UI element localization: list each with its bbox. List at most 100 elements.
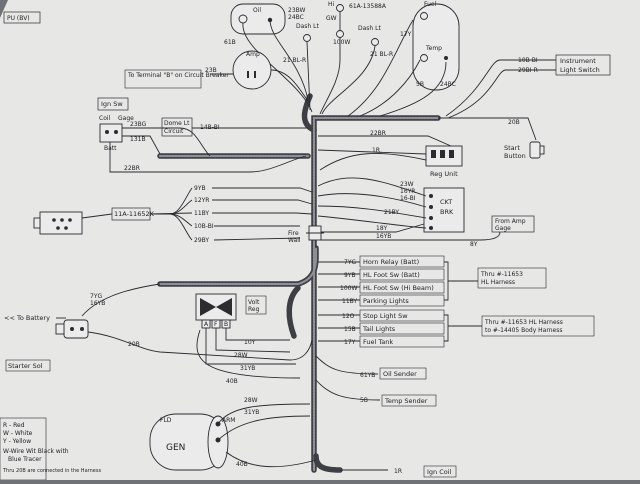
fire-wall: Fire Wall <box>288 225 324 244</box>
svg-text:Thru #-11653: Thru #-11653 <box>480 271 523 278</box>
fuel-temp-gauge: Fuel 17Y Temp 5B 24BC <box>347 1 460 117</box>
svg-text:24BC: 24BC <box>440 81 456 88</box>
amp-gauge: Amp To Terminal "B" on Circuit Breaker 2… <box>124 50 311 105</box>
svg-text:HL Harness: HL Harness <box>481 279 515 286</box>
svg-text:Ign Sw: Ign Sw <box>101 100 123 108</box>
svg-text:Amp: Amp <box>246 51 260 58</box>
instrument-light-switch: Instrument Light Switch 10B-BI 29BI-R 20… <box>438 54 611 141</box>
svg-text:16YB: 16YB <box>376 233 391 240</box>
svg-text:<< To Battery: << To Battery <box>4 314 50 322</box>
svg-text:B: B <box>224 321 228 328</box>
svg-text:100W: 100W <box>333 39 350 46</box>
svg-text:to #-14405 Body Harness: to #-14405 Body Harness <box>485 327 562 334</box>
svg-text:Dome Lt: Dome Lt <box>164 120 190 127</box>
svg-text:15B: 15B <box>344 326 356 333</box>
svg-text:Temp: Temp <box>425 45 442 52</box>
svg-text:7YG: 7YG <box>344 259 356 266</box>
svg-text:FLD: FLD <box>160 417 172 424</box>
svg-text:R - Red: R - Red <box>3 422 25 429</box>
svg-text:61A-13588A: 61A-13588A <box>349 3 387 10</box>
svg-text:1R: 1R <box>394 468 402 475</box>
svg-text:Blue Tracer: Blue Tracer <box>8 456 42 463</box>
start-button: Start Button <box>504 141 545 160</box>
svg-text:21 BL-R: 21 BL-R <box>283 57 306 64</box>
svg-text:12O: 12O <box>342 313 355 320</box>
svg-text:Thru 20B are connected in the: Thru 20B are connected in the Harness <box>2 468 101 474</box>
generator: FLD ARM GEN 28W 31YB 40B <box>149 397 317 471</box>
svg-text:31YB: 31YB <box>244 409 259 416</box>
svg-text:23B: 23B <box>205 67 217 74</box>
svg-text:Hi: Hi <box>328 1 335 8</box>
svg-text:8Y: 8Y <box>470 241 478 248</box>
svg-text:11A-11652K: 11A-11652K <box>114 210 155 218</box>
svg-text:W-Wire Wit Black with: W-Wire Wit Black with <box>3 448 69 455</box>
svg-text:5B: 5B <box>360 397 368 404</box>
svg-text:61B: 61B <box>224 39 236 46</box>
regulator-unit: 22BR 1R Reg Unit <box>317 130 463 178</box>
svg-text:Instrument: Instrument <box>560 57 596 65</box>
header-tag: PU (BV) <box>7 15 30 22</box>
svg-text:1R: 1R <box>372 147 380 154</box>
svg-text:23BG: 23BG <box>130 121 147 128</box>
svg-text:10B-BI: 10B-BI <box>518 57 538 64</box>
svg-text:7YG: 7YG <box>90 293 102 300</box>
svg-text:Temp Sender: Temp Sender <box>384 397 428 405</box>
oil-gauge: Oil 23BW 24BC 61B <box>224 3 313 113</box>
svg-text:18Y: 18Y <box>376 225 388 232</box>
svg-text:Oil: Oil <box>253 7 261 14</box>
circuit-list: 7YG 9YB 100W 11BY 12O 15B 17Y Horn Relay… <box>318 255 595 348</box>
circuit-breaker-note-box <box>124 69 202 89</box>
svg-text:Gage: Gage <box>495 225 511 232</box>
svg-text:21 BL-R: 21 BL-R <box>370 51 393 58</box>
from-amp-gage: From Amp Gage 18Y 16YB 8Y <box>320 215 535 248</box>
svg-text:Starter Sol: Starter Sol <box>8 362 43 370</box>
svg-text:F: F <box>214 321 218 328</box>
dome-light-circuit: Dome Lt Circuit 14B-BI <box>161 117 308 137</box>
svg-text:Reg Unit: Reg Unit <box>430 170 458 178</box>
voltage-regulator: Volt Reg A F B 10Y 28W 31YB 40B <box>195 293 301 385</box>
svg-text:14B-BI: 14B-BI <box>200 124 220 131</box>
svg-text:GEN: GEN <box>166 443 185 453</box>
svg-text:16YR: 16YR <box>400 188 415 195</box>
svg-text:HL Foot Sw (Batt): HL Foot Sw (Batt) <box>363 271 420 279</box>
svg-text:From Amp: From Amp <box>495 218 526 225</box>
svg-text:Volt: Volt <box>248 299 260 306</box>
svg-text:9YB: 9YB <box>194 185 206 192</box>
svg-text:23W: 23W <box>400 181 414 188</box>
header-tag-box <box>3 11 41 24</box>
svg-text:Reg: Reg <box>248 306 260 313</box>
svg-text:Batt: Batt <box>104 145 117 152</box>
svg-text:16-BI: 16-BI <box>400 195 416 202</box>
svg-text:31YB: 31YB <box>240 365 255 372</box>
svg-text:W - White: W - White <box>3 430 33 437</box>
svg-text:A: A <box>204 321 209 328</box>
svg-text:Thru #-11653 HL Harness: Thru #-11653 HL Harness <box>484 319 563 326</box>
svg-text:11BY: 11BY <box>194 210 209 217</box>
battery-starter: << To Battery 7YG 16YB Starter Sol 20B <box>4 283 313 372</box>
svg-text:100W: 100W <box>340 285 357 292</box>
svg-text:Ign Coil: Ign Coil <box>427 468 452 476</box>
svg-text:Y - Yellow: Y - Yellow <box>2 438 31 445</box>
circuit-breaker: CKT BRK 23W 16YR 16-BI 21BY <box>317 177 465 233</box>
svg-text:20B: 20B <box>508 119 520 126</box>
ignition-switch: Ign Sw Coil Gage Batt 23BG 131B 22BR <box>97 97 307 173</box>
svg-text:CKT: CKT <box>440 198 452 206</box>
circuit-breaker-note: To Terminal "B" on Circuit Breaker <box>127 72 229 79</box>
svg-text:40B: 40B <box>236 461 248 468</box>
hi-beam-lamp: Hi 61A-13588A GW <box>319 1 387 115</box>
svg-text:Circuit: Circuit <box>164 128 184 135</box>
svg-text:40B: 40B <box>226 378 238 385</box>
senders: 61YB Oil Sender 5B Temp Sender 1R Ign Co… <box>315 355 457 478</box>
svg-text:Coil: Coil <box>99 115 111 122</box>
svg-text:GW: GW <box>326 15 337 22</box>
dash-lamps: Dash Lt 21 BL-R 100W Dash Lt 21 BL-R <box>283 23 393 115</box>
svg-text:28W: 28W <box>244 397 258 404</box>
svg-text:61YB: 61YB <box>360 372 375 379</box>
svg-text:22BR: 22BR <box>370 130 386 137</box>
svg-text:131B: 131B <box>130 136 146 143</box>
svg-text:17Y: 17Y <box>400 31 412 38</box>
svg-text:28W: 28W <box>234 352 248 359</box>
svg-text:Start: Start <box>504 144 520 152</box>
